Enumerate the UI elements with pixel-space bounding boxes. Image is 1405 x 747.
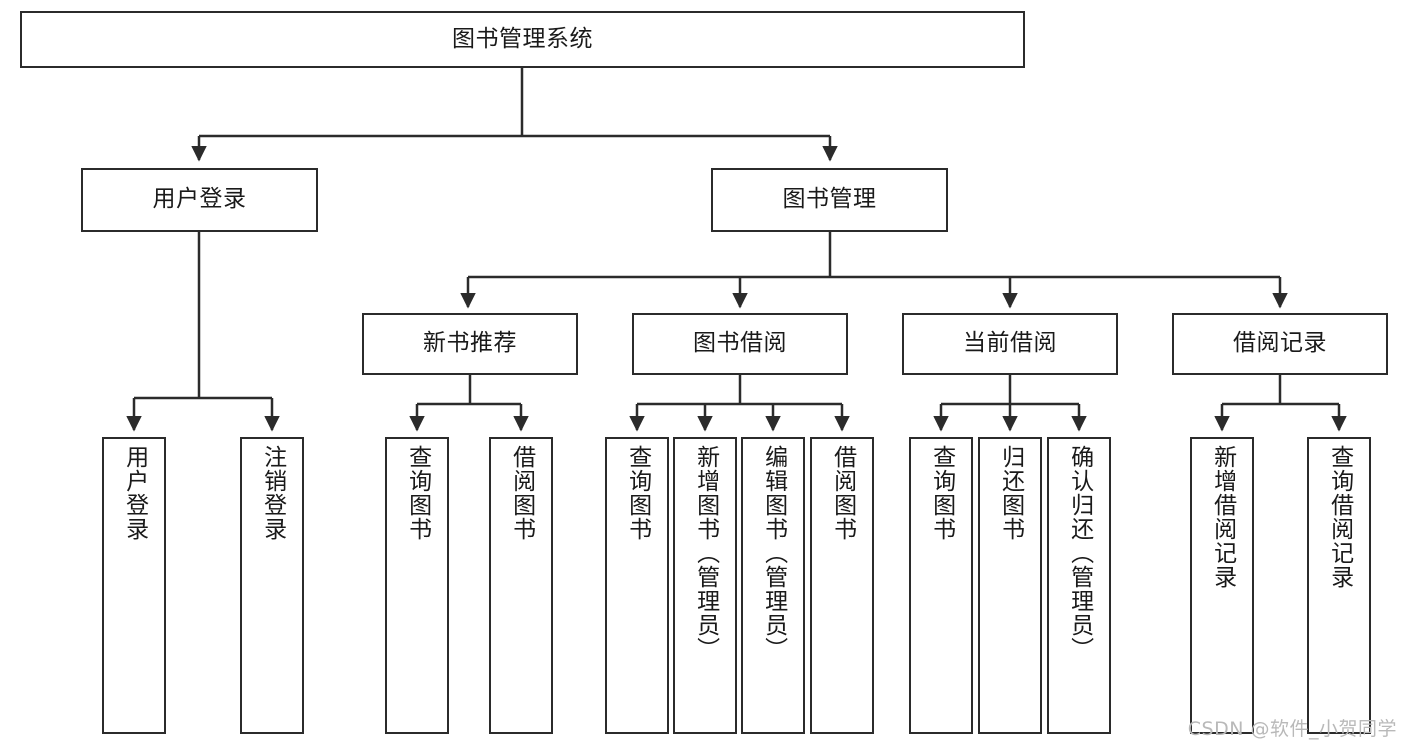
node-label: 编辑图书（管理员）: [760, 445, 787, 661]
csdn-watermark: CSDN @软件_小贺同学: [1187, 718, 1397, 740]
node-label: 用户登录: [152, 186, 247, 213]
node-label: 借阅图书: [508, 445, 535, 541]
node-leaf-query-borrow-record[interactable]: 查询借阅记录: [1307, 437, 1371, 734]
node-label: 查询图书: [404, 445, 431, 541]
node-label: 当前借阅: [963, 330, 1057, 357]
node-label: 新书推荐: [423, 330, 517, 357]
node-label: 新增图书（管理员）: [692, 445, 719, 661]
node-label: 用户登录: [121, 445, 148, 541]
node-leaf-logout-login[interactable]: 注销登录: [240, 437, 304, 734]
node-leaf-confirm-return[interactable]: 确认归还（管理员）: [1047, 437, 1111, 734]
node-label: 确认归还（管理员）: [1066, 445, 1093, 661]
node-root-library-system[interactable]: 图书管理系统: [20, 11, 1025, 68]
node-label: 图书管理: [782, 186, 877, 213]
node-leaf-borrow-book-recommend[interactable]: 借阅图书: [489, 437, 553, 734]
node-label: 图书借阅: [693, 330, 787, 357]
node-book-manage[interactable]: 图书管理: [711, 168, 948, 232]
node-leaf-return-book[interactable]: 归还图书: [978, 437, 1042, 734]
node-current-borrow[interactable]: 当前借阅: [902, 313, 1118, 375]
node-user-login[interactable]: 用户登录: [81, 168, 318, 232]
node-leaf-add-borrow-record[interactable]: 新增借阅记录: [1190, 437, 1254, 734]
node-label: 新增借阅记录: [1209, 445, 1236, 589]
node-borrow-record[interactable]: 借阅记录: [1172, 313, 1388, 375]
node-label: 图书管理系统: [452, 25, 593, 52]
node-label: 借阅记录: [1233, 330, 1327, 357]
node-leaf-add-book[interactable]: 新增图书（管理员）: [673, 437, 737, 734]
node-label: 查询借阅记录: [1326, 445, 1353, 589]
node-leaf-query-book-current[interactable]: 查询图书: [909, 437, 973, 734]
node-book-borrow[interactable]: 图书借阅: [632, 313, 848, 375]
node-leaf-query-book-recommend[interactable]: 查询图书: [385, 437, 449, 734]
node-leaf-borrow-book[interactable]: 借阅图书: [810, 437, 874, 734]
node-label: 查询图书: [624, 445, 651, 541]
node-label: 注销登录: [259, 445, 286, 541]
node-leaf-edit-book[interactable]: 编辑图书（管理员）: [741, 437, 805, 734]
node-label: 归还图书: [997, 445, 1024, 541]
node-label: 查询图书: [928, 445, 955, 541]
node-leaf-user-login[interactable]: 用户登录: [102, 437, 166, 734]
node-new-book-recommend[interactable]: 新书推荐: [362, 313, 578, 375]
node-leaf-query-book-borrow[interactable]: 查询图书: [605, 437, 669, 734]
node-label: 借阅图书: [829, 445, 856, 541]
